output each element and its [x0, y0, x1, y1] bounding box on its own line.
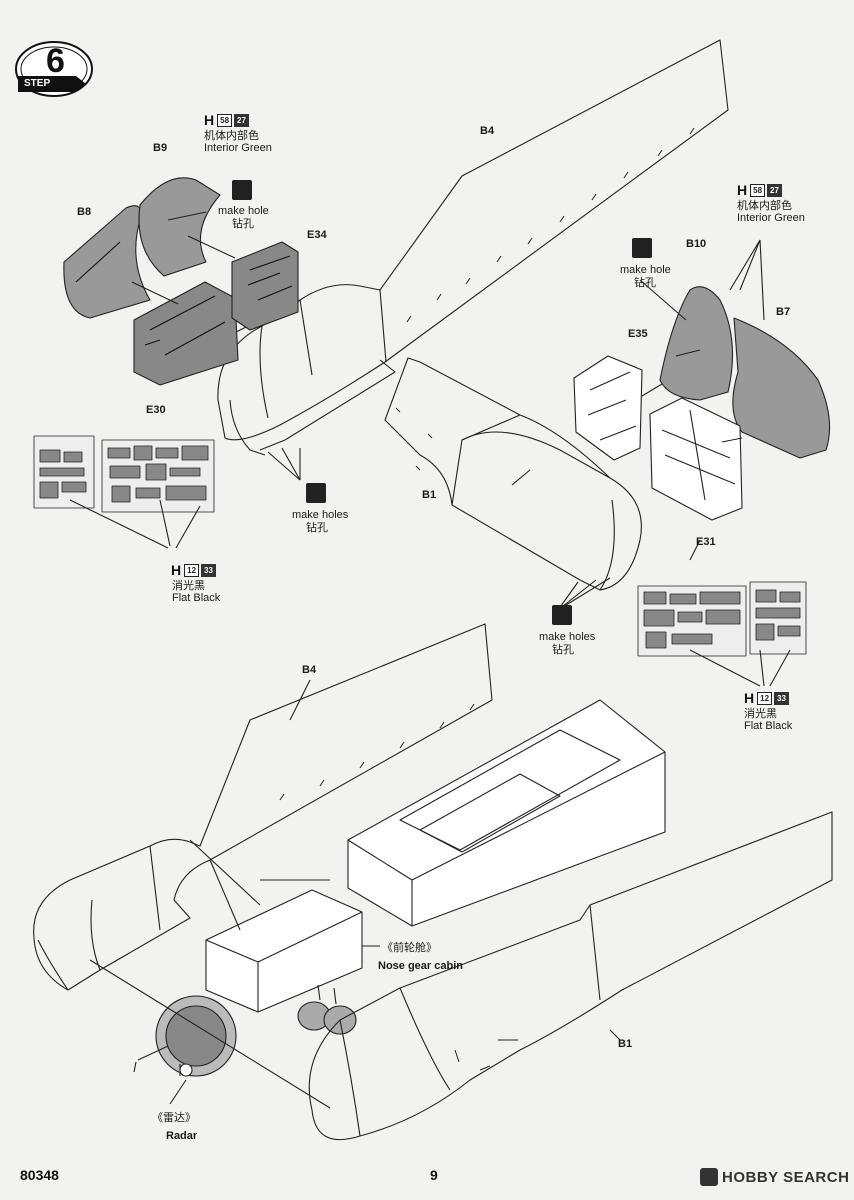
drill-icon — [552, 605, 572, 625]
paint-code-flat-black-left: H 12 33 — [171, 562, 216, 578]
paint-code-2: 33 — [774, 691, 789, 705]
drill-icon — [306, 483, 326, 503]
paint-code-2: 33 — [201, 563, 216, 577]
paint-name-en: Flat Black — [172, 592, 221, 604]
drill-label-cn: 钻孔 — [232, 218, 254, 230]
make-hole-label: make hole — [620, 264, 671, 276]
page-number: 9 — [430, 1167, 438, 1183]
part-label-b8: B8 — [77, 206, 92, 218]
drill-icon — [232, 180, 252, 200]
part-e35 — [573, 355, 643, 461]
paint-code-1: 58 — [217, 113, 233, 127]
make-holes-label: make holes — [539, 631, 596, 643]
paint-letter: H — [204, 112, 215, 128]
paint-name-cn: 机体内部色 — [204, 130, 259, 142]
paint-name-en: Flat Black — [744, 720, 793, 732]
radar-label: Radar — [166, 1130, 198, 1142]
cockpit-tub-insert — [347, 699, 666, 927]
step-badge: 6 STEP — [14, 40, 96, 98]
fuselage-b4-top — [217, 39, 729, 441]
step-label: STEP — [24, 78, 51, 89]
paint-name-en: Interior Green — [737, 212, 805, 224]
drill-label-cn: 钻孔 — [552, 644, 574, 656]
make-holes-label: make holes — [292, 509, 349, 521]
part-b8 — [63, 205, 151, 319]
kit-number: 80348 — [20, 1167, 59, 1183]
paint-name-en: Interior Green — [204, 142, 272, 154]
part-e34 — [231, 241, 299, 331]
step-number: 6 — [46, 42, 65, 80]
part-label-b4-bottom: B4 — [302, 664, 317, 676]
radar-label-cn: 《雷达》 — [152, 1112, 196, 1124]
fuselage-b1-top — [384, 357, 642, 591]
paint-letter: H — [171, 562, 182, 578]
paint-code-flat-black-right: H 12 33 — [744, 690, 789, 706]
part-label-b9: B9 — [153, 142, 168, 154]
part-label-b7: B7 — [776, 306, 791, 318]
nose-gear-cabin-part — [205, 889, 363, 1013]
nose-gear-cabin-label-cn: 《前轮舱》 — [382, 942, 437, 954]
paint-code-1: 58 — [750, 183, 766, 197]
decal-sheet-left — [33, 435, 215, 513]
paint-code-2: 27 — [767, 183, 782, 197]
part-label-e35: E35 — [628, 328, 648, 340]
paint-letter: H — [744, 690, 755, 706]
part-label-e31: E31 — [696, 536, 716, 548]
paint-code-1: 12 — [757, 691, 773, 705]
paint-name-cn: 消光黑 — [172, 580, 205, 592]
fuselage-b1-bottom — [308, 811, 833, 1141]
paint-name-cn: 机体内部色 — [737, 200, 792, 212]
part-e30 — [133, 281, 239, 386]
part-e31 — [649, 397, 743, 521]
drill-label-cn: 钻孔 — [634, 277, 656, 289]
part-b10 — [659, 286, 734, 401]
part-label-b1-top: B1 — [422, 489, 437, 501]
drill-label-cn: 钻孔 — [306, 522, 328, 534]
part-label-b10: B10 — [686, 238, 707, 250]
paint-code-2: 27 — [234, 113, 249, 127]
nose-gear-cabin-label: Nose gear cabin — [378, 960, 463, 972]
paint-code-interior-green-right: H 58 27 — [737, 182, 782, 198]
part-label-b4-top: B4 — [480, 125, 495, 137]
drill-icon — [632, 238, 652, 258]
fuselage-b4-bottom — [33, 623, 493, 991]
part-label-e34: E34 — [307, 229, 327, 241]
part-label-b1-bottom: B1 — [618, 1038, 633, 1050]
watermark-text: HOBBY SEARCH — [722, 1169, 850, 1186]
paint-code-1: 12 — [184, 563, 200, 577]
hobby-search-logo-icon — [700, 1168, 718, 1186]
paint-name-cn: 消光黑 — [744, 708, 777, 720]
part-label-e30: E30 — [146, 404, 166, 416]
make-hole-label: make hole — [218, 205, 269, 217]
paint-letter: H — [737, 182, 748, 198]
part-b7 — [732, 317, 831, 459]
decal-sheet-right — [637, 581, 807, 657]
paint-code-interior-green-left: H 58 27 — [204, 112, 249, 128]
part-b9 — [138, 177, 221, 277]
